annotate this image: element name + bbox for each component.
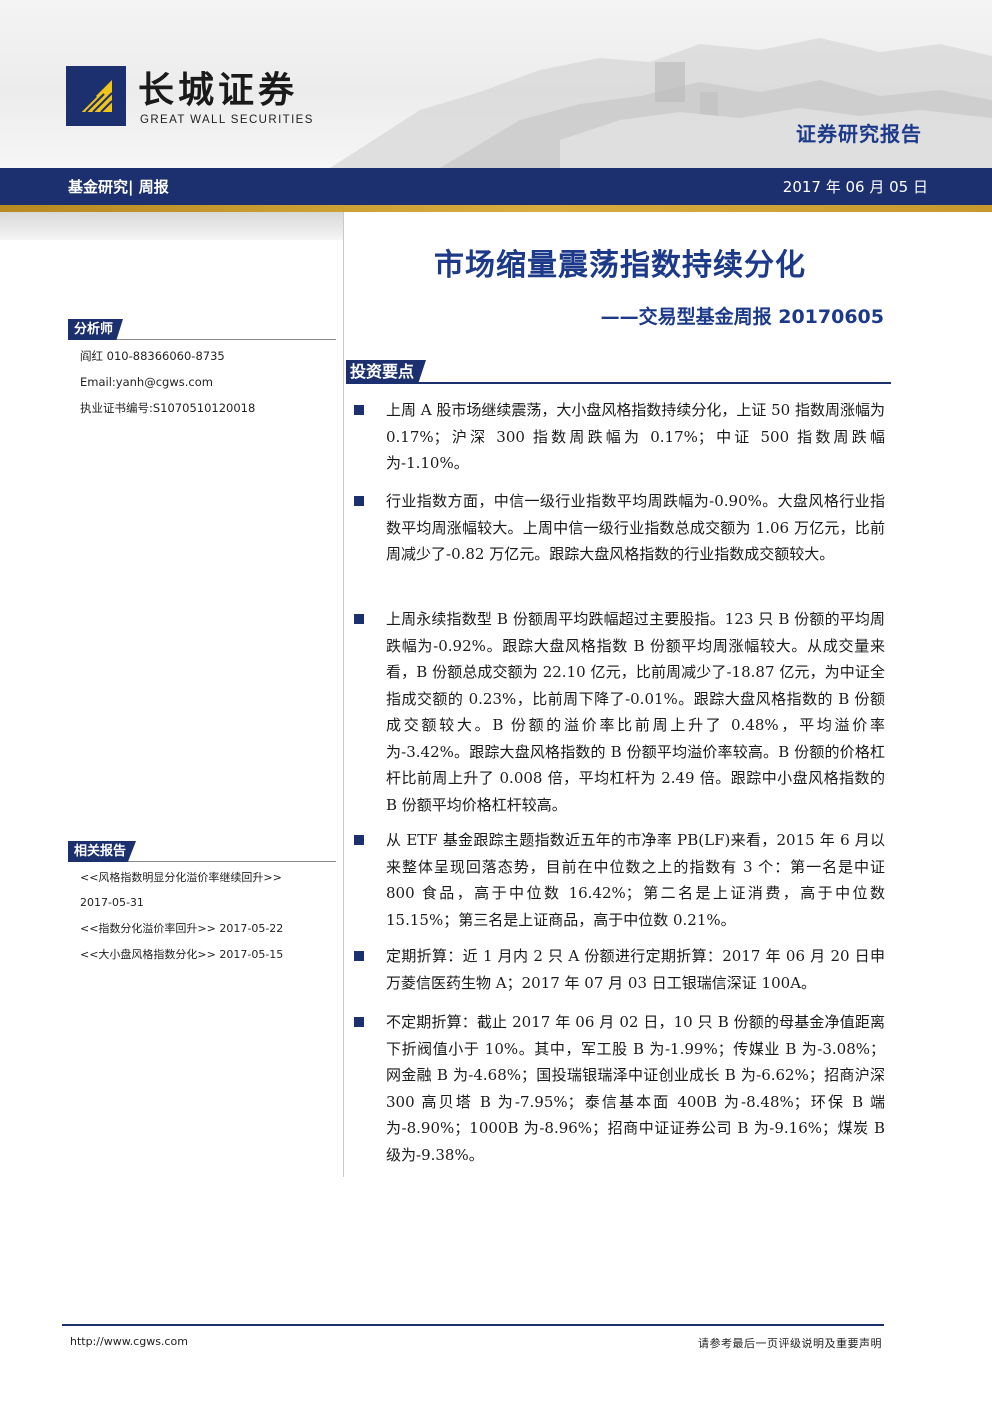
highlight-paragraph: 不定期折算：截止 2017 年 06 月 02 日，10 只 B 份额的母基金净… xyxy=(386,1013,885,1164)
highlight-paragraph: 行业指数方面，中信一级行业指数平均周跌幅为-0.90%。大盘风格行业指数平均周涨… xyxy=(386,492,885,563)
logo-english-name: GREAT WALL SECURITIES xyxy=(140,114,314,126)
highlight-paragraph: 上周永续指数型 B 份额周平均跌幅超过主要股指。123 只 B 份额的平均周跌幅… xyxy=(386,610,885,814)
report-type-label: 证券研究报告 xyxy=(796,122,922,146)
bullet-square-icon xyxy=(354,1017,364,1027)
highlight-paragraph: 上周 A 股市场继续震荡，大小盘风格指数持续分化，上证 50 指数周涨幅为 0.… xyxy=(386,401,885,472)
bullet-square-icon xyxy=(354,614,364,624)
related-report-date: 2017-05-31 xyxy=(80,896,144,909)
great-wall-mountain-image xyxy=(330,38,992,168)
footer-website-link[interactable]: http://www.cgws.com xyxy=(70,1335,188,1348)
bullet-square-icon xyxy=(354,496,364,506)
report-title: 市场缩量震荡指数持续分化 xyxy=(434,248,806,283)
report-subtitle: ——交易型基金周报 20170605 xyxy=(600,306,884,328)
related-report-link[interactable]: <<大小盘风格指数分化>> 2017-05-15 xyxy=(80,948,284,961)
highlight-paragraph: 从 ETF 基金跟踪主题指数近五年的市净率 PB(LF)来看，2015 年 6 … xyxy=(386,831,885,929)
footer-divider xyxy=(62,1324,884,1326)
category-bar xyxy=(0,168,992,205)
related-report-link[interactable]: <<指数分化溢价率回升>> 2017-05-22 xyxy=(80,922,284,935)
analyst-section-title: 分析师 xyxy=(68,318,336,340)
related-reports-title: 相关报告 xyxy=(68,840,336,862)
report-date: 2017 年 06 月 05 日 xyxy=(782,178,928,196)
sidebar-shade xyxy=(0,212,343,240)
report-category: 基金研究| 周报 xyxy=(68,178,169,196)
bullet-square-icon xyxy=(354,835,364,845)
footer-disclaimer-note: 请参考最后一页评级说明及重要声明 xyxy=(698,1337,882,1350)
related-report-link[interactable]: <<风格指数明显分化溢价率继续回升>> xyxy=(80,871,282,884)
gold-accent-strip xyxy=(0,205,992,212)
great-wall-logo-icon xyxy=(66,66,126,126)
investment-highlights-header: 投资要点 xyxy=(346,360,891,384)
logo-chinese-name: 长城证券 xyxy=(138,69,299,111)
highlight-paragraph: 定期折算：近 1 月内 2 只 A 份额进行定期折算：2017 年 06 月 2… xyxy=(386,947,885,992)
column-divider xyxy=(343,212,344,1177)
analyst-email[interactable]: Email:yanh@cgws.com xyxy=(80,375,213,389)
header-banner: 长城证券 GREAT WALL SECURITIES 证券研究报告 xyxy=(0,0,992,168)
bullet-square-icon xyxy=(354,405,364,415)
analyst-license: 执业证书编号:S1070510120018 xyxy=(80,401,256,415)
analyst-name-phone: 阎红 010-88366060-8735 xyxy=(80,349,225,363)
bullet-square-icon xyxy=(354,951,364,961)
